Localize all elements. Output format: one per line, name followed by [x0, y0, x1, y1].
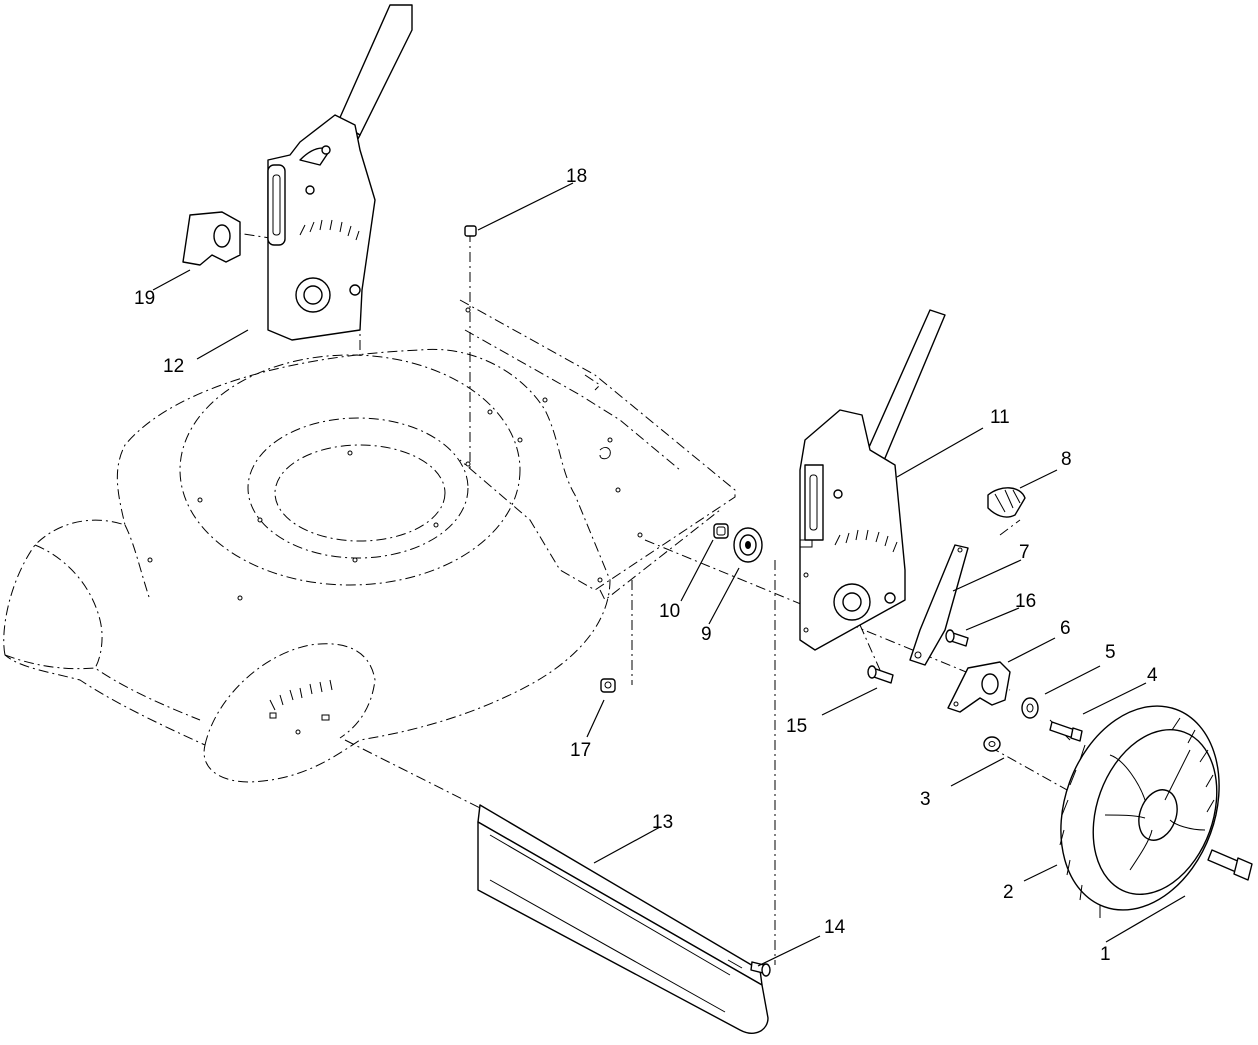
bushing-9	[733, 527, 763, 563]
bolt-16	[945, 629, 969, 647]
knob-8	[987, 487, 1026, 518]
callout-11: 11	[990, 407, 1010, 428]
bolt-4	[1049, 721, 1083, 742]
washer-3	[983, 736, 1001, 752]
callout-19: 19	[134, 288, 155, 309]
spacer-10	[713, 523, 729, 539]
callout-4: 4	[1147, 665, 1158, 686]
mower-deck	[3, 299, 736, 783]
callout-1: 1	[1100, 944, 1111, 965]
callout-14: 14	[824, 917, 846, 938]
left-height-adjuster	[267, 4, 413, 341]
callout-12: 12	[163, 356, 184, 377]
bolt-15	[867, 665, 894, 684]
bracket-19	[182, 211, 241, 266]
nut-18	[464, 225, 477, 237]
callout-6: 6	[1060, 618, 1071, 639]
callout-labels: 1 2 3 4 5 6 7 8 9 10 11 12 13 14 15 16 1…	[134, 166, 1158, 965]
leader-lines	[152, 182, 1186, 967]
callout-18: 18	[566, 166, 587, 187]
callout-15: 15	[786, 716, 807, 737]
bolt-1	[1207, 849, 1253, 881]
callout-16: 16	[1015, 591, 1036, 612]
link-arm-7	[909, 544, 969, 666]
wheel-2	[1059, 705, 1220, 918]
nut-17	[600, 678, 616, 693]
callout-10: 10	[659, 601, 680, 622]
right-height-adjuster	[799, 309, 946, 651]
callout-13: 13	[652, 812, 673, 833]
screw-14	[750, 961, 771, 977]
callout-5: 5	[1105, 642, 1116, 663]
callout-7: 7	[1019, 542, 1030, 563]
callout-9: 9	[701, 624, 712, 645]
callout-8: 8	[1061, 449, 1072, 470]
washer-5	[1021, 697, 1039, 719]
rear-shield-13	[477, 804, 769, 1034]
wheel-bracket-6	[947, 661, 1011, 713]
callout-3: 3	[920, 789, 931, 810]
callout-2: 2	[1003, 882, 1014, 903]
callout-17: 17	[570, 740, 591, 761]
